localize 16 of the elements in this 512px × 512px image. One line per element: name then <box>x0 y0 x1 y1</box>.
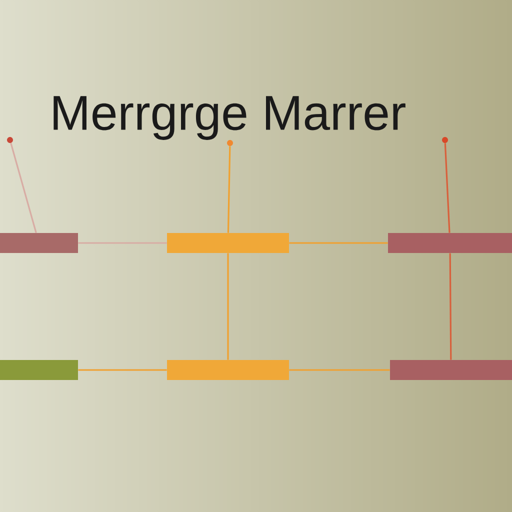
connector-line <box>10 142 37 234</box>
connector-line <box>444 143 450 233</box>
connector-line <box>227 146 231 233</box>
connector-line <box>78 369 167 371</box>
bar <box>0 360 78 380</box>
bar <box>388 233 512 253</box>
bar <box>390 360 512 380</box>
bar <box>167 360 289 380</box>
connector-line <box>78 242 167 244</box>
connector-line <box>449 253 452 360</box>
title: Merrgrge Marrer <box>54 96 406 140</box>
bar <box>167 233 289 253</box>
bar <box>0 233 78 253</box>
connector-line <box>289 369 390 371</box>
connector-line <box>289 242 388 244</box>
connector-line <box>227 253 229 360</box>
